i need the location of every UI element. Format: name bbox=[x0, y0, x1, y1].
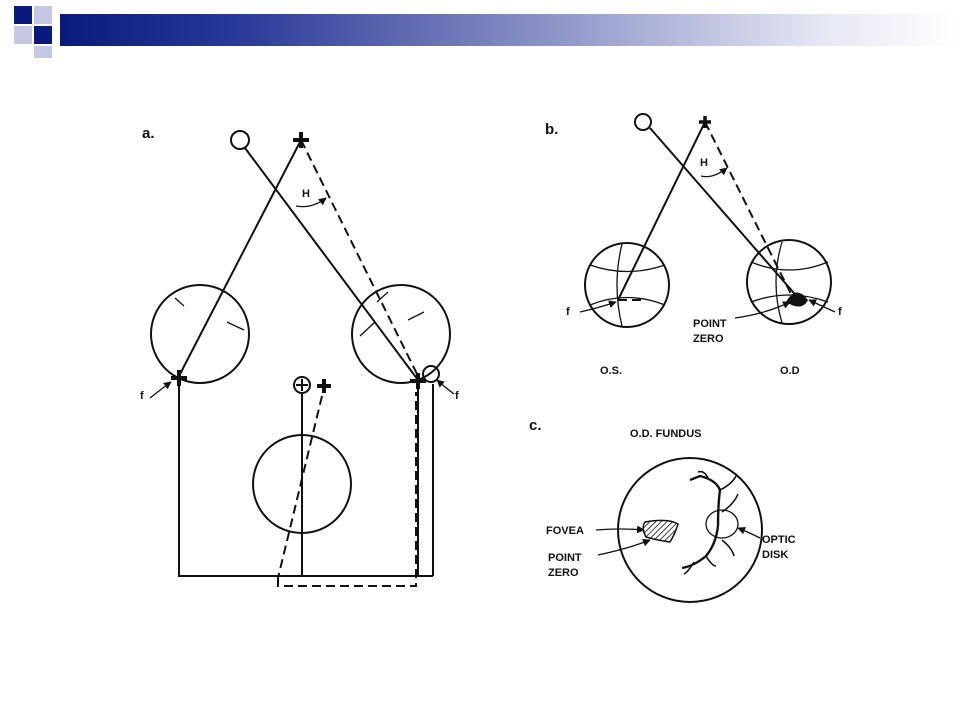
point-zero-label: POINT bbox=[693, 318, 727, 330]
fovea-arrow bbox=[595, 525, 645, 534]
optic-disk-label: OPTIC bbox=[762, 534, 796, 546]
panel-b-label: b. bbox=[545, 121, 558, 138]
fundus-circle bbox=[617, 457, 763, 603]
header-square-light bbox=[34, 6, 52, 24]
right-fovea-cross bbox=[410, 373, 426, 389]
point-zero-label: POINT bbox=[548, 552, 582, 564]
left-fovea-arrow bbox=[579, 300, 617, 313]
header-square-light bbox=[14, 26, 32, 44]
fovea-label: FOVEA bbox=[546, 525, 584, 537]
angle-h-arc bbox=[700, 167, 728, 178]
right-fovea-arrow bbox=[436, 379, 455, 395]
header-square-light bbox=[34, 46, 52, 58]
right-fovea-arrow bbox=[808, 299, 836, 313]
point-zero-arrow bbox=[734, 301, 791, 319]
left-fovea-arrow bbox=[149, 381, 172, 399]
optic-disk-arrow bbox=[737, 526, 761, 539]
fundus-title: O.D. FUNDUS bbox=[630, 428, 702, 440]
right-point-zero-circle bbox=[422, 365, 440, 383]
point-zero-label: ZERO bbox=[548, 567, 579, 579]
header-square-dark bbox=[34, 26, 52, 44]
header-square-dark bbox=[14, 6, 32, 24]
solid-connection-line bbox=[178, 386, 419, 577]
right-eye-fixation-dashed-axis bbox=[300, 139, 422, 383]
panel-c-label: c. bbox=[529, 417, 542, 434]
left-eye-visual-axis bbox=[177, 139, 302, 379]
angle-h-label: H bbox=[302, 188, 310, 200]
point-zero-label: ZERO bbox=[693, 333, 724, 345]
left-eye-mark bbox=[174, 297, 185, 307]
dashed-connection-line bbox=[277, 392, 417, 587]
slide-header bbox=[0, 0, 960, 60]
point-zero-arrow bbox=[597, 538, 651, 556]
panel-a: a. H f f bbox=[140, 125, 459, 587]
left-eye-mark bbox=[226, 321, 245, 331]
cyclopean-dashed-axis bbox=[277, 395, 323, 579]
angle-h-label: H bbox=[700, 157, 708, 169]
right-eye-mark bbox=[376, 291, 389, 303]
angle-h-arc bbox=[295, 197, 327, 208]
right-eye-visual-axis bbox=[649, 127, 801, 301]
fovea-region bbox=[642, 519, 679, 543]
cyclopean-cross-target bbox=[317, 379, 331, 393]
fixation-circle-target bbox=[634, 113, 652, 131]
cyclopean-target-circle bbox=[293, 376, 311, 394]
left-fovea-cross bbox=[171, 370, 187, 386]
right-globe bbox=[746, 239, 832, 325]
left-eye bbox=[150, 284, 250, 384]
right-eye-mark bbox=[407, 311, 425, 321]
right-fovea-label: f bbox=[455, 390, 459, 402]
header-gradient-bar bbox=[60, 14, 960, 46]
right-eye bbox=[351, 284, 451, 384]
left-eye-visual-axis bbox=[617, 121, 706, 301]
optic-disk-label: DISK bbox=[762, 549, 788, 561]
retinal-vessels bbox=[681, 470, 739, 575]
left-globe bbox=[584, 242, 670, 328]
right-eye-visual-axis bbox=[244, 147, 419, 381]
left-fovea-label: f bbox=[566, 306, 570, 318]
panel-a-label: a. bbox=[142, 125, 155, 142]
point-zero-spot bbox=[786, 292, 808, 307]
right-eye-mark bbox=[359, 321, 376, 337]
right-eye-fixation-dashed-axis bbox=[704, 121, 796, 303]
optic-disk bbox=[705, 509, 739, 539]
right-eye-label: O.D bbox=[780, 365, 800, 377]
panel-c: c. O.D. FUNDUS FOVEA POINT ZERO OPTIC DI… bbox=[529, 417, 796, 603]
left-eye-label: O.S. bbox=[600, 365, 622, 377]
left-fovea-label: f bbox=[140, 390, 144, 402]
right-fovea-label: f bbox=[838, 306, 842, 318]
panel-b: b. H f f POINT bbox=[545, 113, 842, 377]
fixation-circle-target bbox=[230, 130, 250, 150]
